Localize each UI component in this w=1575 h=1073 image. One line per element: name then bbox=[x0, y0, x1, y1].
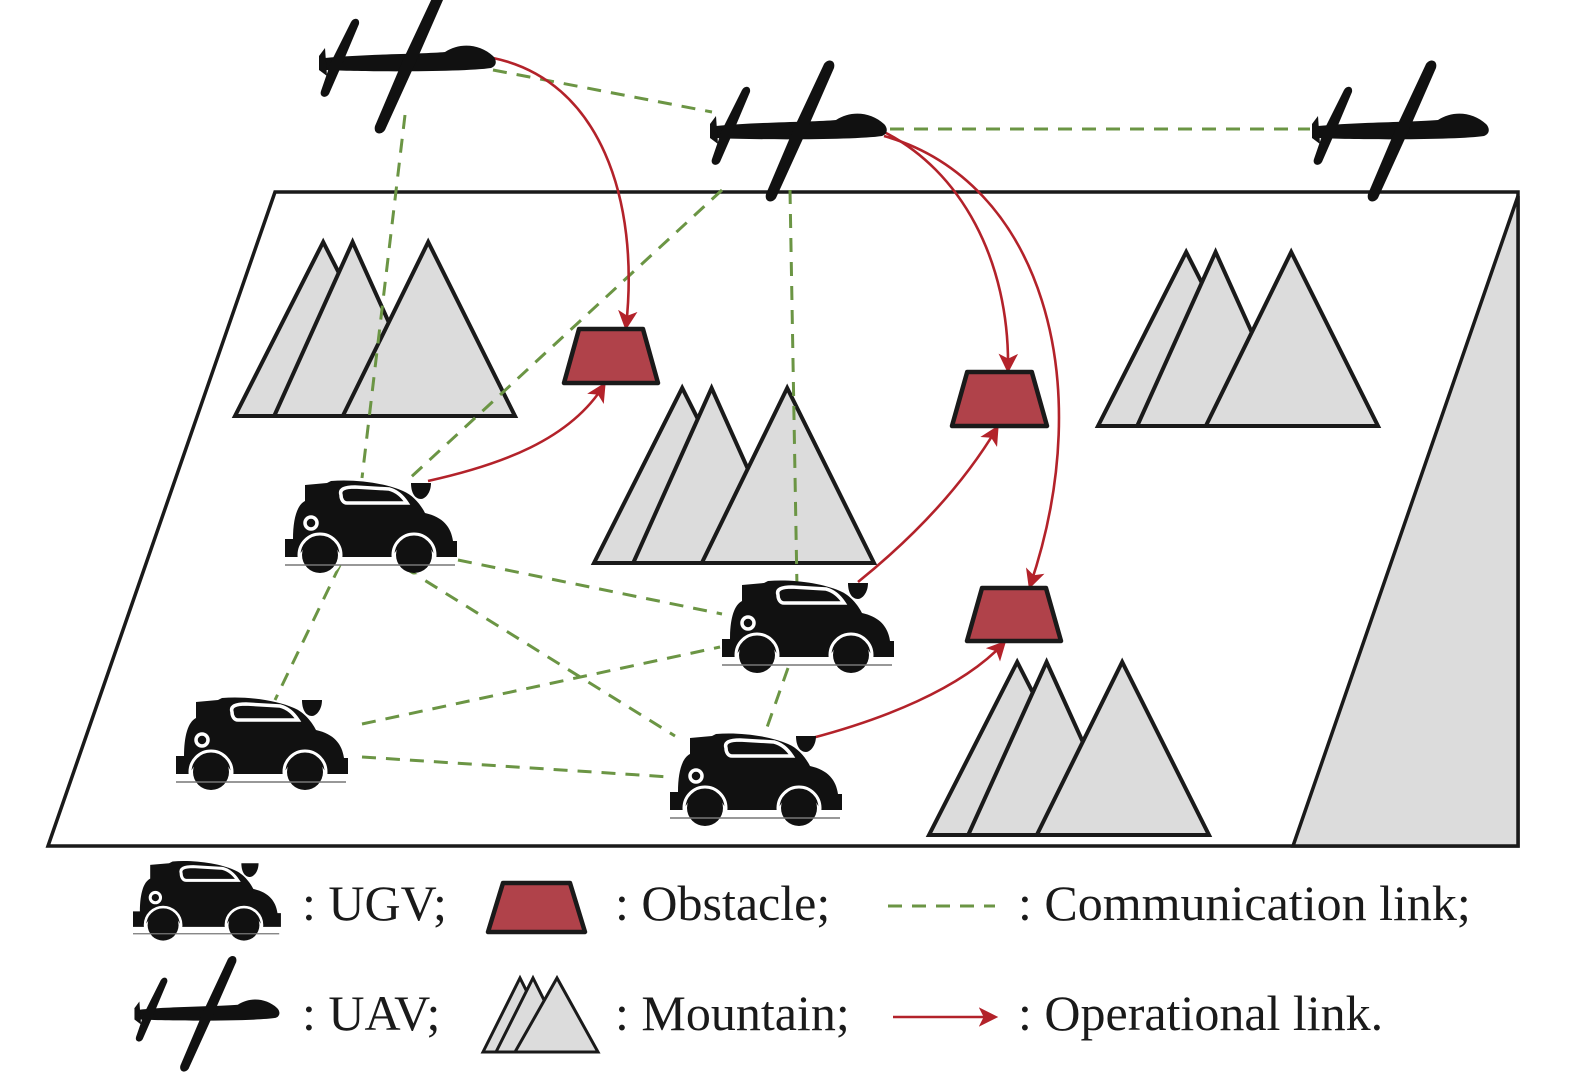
communication-link bbox=[404, 566, 676, 738]
legend-label-mountain: : Mountain; bbox=[615, 985, 850, 1041]
legend-item-uav: : UAV; bbox=[134, 956, 440, 1072]
mountain-peak bbox=[1033, 657, 1213, 837]
mountain-peak bbox=[1202, 247, 1382, 428]
uav-icon bbox=[710, 60, 887, 202]
communication-link bbox=[788, 189, 799, 589]
cliff-wall bbox=[1290, 195, 1520, 848]
operational-link bbox=[492, 56, 638, 331]
communication-link bbox=[360, 114, 407, 479]
legend-label-obstacle: : Obstacle; bbox=[615, 875, 830, 931]
mountain-group bbox=[231, 237, 519, 418]
mountain-group bbox=[925, 657, 1213, 837]
operational-link bbox=[883, 134, 1061, 590]
operational-links bbox=[427, 56, 1061, 740]
communication-link bbox=[457, 558, 723, 616]
obstacle bbox=[949, 369, 1050, 429]
obstacle bbox=[964, 585, 1064, 644]
uav-icon bbox=[1312, 60, 1489, 202]
legend-item-ugv: : UGV; bbox=[131, 859, 447, 945]
legend-label-operational: : Operational link. bbox=[1018, 985, 1383, 1041]
communication-link bbox=[273, 564, 342, 701]
mountain-group bbox=[1094, 247, 1382, 428]
legend: : UGV; : Obstacle; : Communication link;… bbox=[131, 859, 1471, 1072]
operational-link bbox=[857, 425, 999, 584]
communication-link bbox=[361, 755, 671, 779]
legend-label-uav: : UAV; bbox=[302, 985, 440, 1041]
legend-item-mountain: : Mountain; bbox=[480, 974, 850, 1054]
mountain-peak bbox=[698, 383, 878, 565]
obstacle-icon bbox=[485, 880, 588, 935]
operational-link bbox=[427, 382, 606, 483]
legend-item-operational: : Operational link. bbox=[893, 985, 1383, 1041]
operational-link bbox=[811, 640, 1007, 740]
uav-icon bbox=[134, 956, 280, 1072]
communication-link bbox=[361, 645, 721, 726]
mountain-peak bbox=[339, 237, 519, 418]
mountain-icon bbox=[480, 974, 601, 1054]
mountain-group bbox=[590, 383, 878, 565]
uav-icon bbox=[319, 0, 496, 134]
communication-links bbox=[273, 68, 1310, 779]
operational-link bbox=[883, 130, 1019, 374]
ugv-icon bbox=[131, 859, 283, 945]
obstacle bbox=[561, 326, 661, 386]
legend-item-communication: : Communication link; bbox=[888, 875, 1471, 931]
legend-item-obstacle: : Obstacle; bbox=[485, 875, 830, 935]
communication-link bbox=[763, 667, 790, 734]
legend-label-communication: : Communication link; bbox=[1018, 875, 1471, 931]
communication-link bbox=[492, 68, 713, 114]
legend-label-ugv: : UGV; bbox=[302, 875, 447, 931]
